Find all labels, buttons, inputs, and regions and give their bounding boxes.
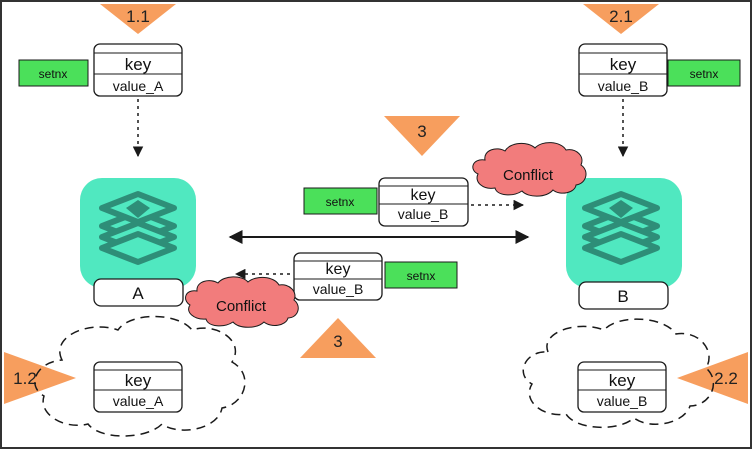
dashed-cloud-a	[34, 315, 246, 437]
marker-3-top-label: 3	[417, 122, 426, 141]
record-value: value_B	[597, 393, 648, 409]
marker-1-2: 1.2	[4, 352, 76, 404]
record-key: key	[610, 55, 637, 74]
dashed-cloud-b	[522, 318, 715, 428]
svg-text:setnx: setnx	[326, 195, 355, 209]
record-value: value_A	[113, 393, 164, 409]
marker-2-1-label: 2.1	[609, 7, 633, 26]
record-key: key	[125, 371, 152, 390]
server-a: A	[80, 178, 196, 307]
conflict-label: Conflict	[216, 298, 267, 315]
marker-2-1: 2.1	[583, 4, 659, 34]
record-a-write: key value_A	[93, 43, 183, 97]
svg-text:setnx: setnx	[407, 269, 436, 283]
marker-3-bottom: 3	[300, 318, 376, 358]
server-b: B	[566, 178, 682, 310]
record-key: key	[411, 187, 436, 204]
marker-2-2-label: 2.2	[714, 369, 738, 388]
record-a-to-b: key value_B	[378, 177, 469, 227]
marker-1-2-label: 1.2	[13, 369, 37, 388]
marker-2-2: 2.2	[677, 352, 748, 404]
record-key: key	[326, 261, 351, 278]
record-b-write: key value_B	[578, 43, 668, 97]
record-key: key	[609, 371, 636, 390]
marker-3-bottom-label: 3	[333, 332, 342, 351]
record-b-to-a: key value_B	[293, 252, 383, 301]
marker-1-1-label: 1.1	[126, 7, 150, 26]
marker-1-1: 1.1	[100, 4, 176, 34]
record-value: value_A	[113, 78, 164, 94]
record-value: value_B	[313, 281, 364, 297]
tag-setnx-left-top: setnx	[18, 59, 89, 87]
record-key: key	[125, 55, 152, 74]
conflict-cloud-lower: Conflict	[185, 276, 299, 328]
svg-text:setnx: setnx	[690, 67, 719, 81]
tag-setnx-right-top: setnx	[667, 59, 741, 87]
server-b-label: B	[617, 287, 628, 306]
record-value: value_B	[598, 78, 649, 94]
marker-3-top: 3	[384, 116, 460, 156]
record-b-stored: key value_B	[577, 361, 667, 413]
svg-text:setnx: setnx	[39, 67, 68, 81]
tag-setnx-middle-upper: setnx	[303, 187, 378, 215]
record-value: value_B	[398, 206, 449, 222]
stacked-layers-icon	[582, 191, 660, 265]
stacked-layers-icon	[99, 191, 177, 265]
record-a-stored: key value_A	[93, 361, 183, 413]
tag-setnx-middle-lower: setnx	[384, 261, 458, 289]
conflict-cloud-upper: Conflict	[472, 142, 587, 197]
conflict-label: Conflict	[503, 167, 554, 184]
server-a-label: A	[132, 284, 144, 303]
